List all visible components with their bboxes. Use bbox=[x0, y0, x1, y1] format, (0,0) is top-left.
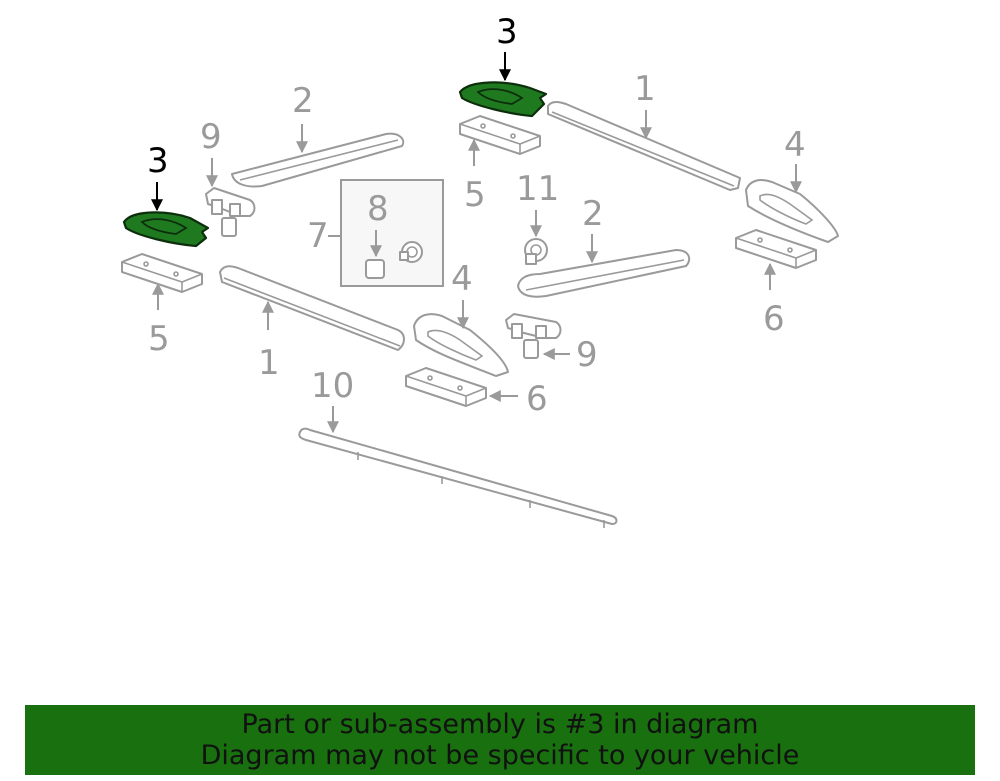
callout-3-top: 3 bbox=[496, 12, 518, 52]
callout-9-left: 9 bbox=[200, 117, 222, 157]
callout-4-right: 4 bbox=[784, 125, 806, 165]
rail-part-1-bottom bbox=[219, 265, 405, 351]
callout-4-mid: 4 bbox=[451, 259, 473, 299]
callout-5-left: 5 bbox=[148, 319, 170, 359]
rail-part-2-mid bbox=[517, 249, 691, 298]
callout-10: 10 bbox=[311, 366, 354, 406]
callout-8: 8 bbox=[367, 189, 389, 229]
parts-diagram: 3 5 1 4 6 2 9 bbox=[121, 12, 839, 528]
clip-part-9-left bbox=[205, 187, 256, 237]
callout-5-top: 5 bbox=[464, 175, 486, 215]
callout-6-mid: 6 bbox=[526, 379, 548, 419]
callout-2-top: 2 bbox=[292, 81, 314, 121]
hardware-kit-box-part-7 bbox=[340, 179, 444, 287]
callout-1-bottom: 1 bbox=[258, 343, 280, 383]
pad-part-5-top bbox=[459, 115, 541, 155]
pad-part-5-left bbox=[121, 253, 203, 293]
info-banner: Part or sub-assembly is #3 in diagram Di… bbox=[25, 705, 975, 775]
callout-2-mid: 2 bbox=[582, 194, 604, 234]
plug-part-8b bbox=[399, 241, 423, 263]
end-cap-part-4-right bbox=[745, 179, 839, 243]
callout-7: 7 bbox=[307, 216, 329, 256]
callout-3-left: 3 bbox=[147, 141, 169, 181]
callout-9-mid: 9 bbox=[576, 335, 598, 375]
grommet-part-11 bbox=[524, 238, 548, 265]
strip-part-10 bbox=[298, 427, 618, 528]
callout-6-right: 6 bbox=[763, 299, 785, 339]
end-cap-part-4-mid bbox=[413, 313, 509, 377]
callout-1-top: 1 bbox=[634, 69, 656, 109]
end-cap-part-3-left[interactable] bbox=[122, 211, 210, 248]
banner-line-2: Diagram may not be specific to your vehi… bbox=[200, 740, 800, 771]
end-cap-part-3-top[interactable] bbox=[458, 81, 548, 118]
clip-part-9-mid bbox=[505, 313, 562, 359]
callout-11: 11 bbox=[516, 169, 559, 209]
pad-part-6-mid bbox=[405, 367, 487, 407]
rail-part-2-top bbox=[231, 132, 405, 188]
rail-part-1-top bbox=[547, 101, 741, 191]
pad-part-6-right bbox=[735, 229, 817, 269]
banner-line-1: Part or sub-assembly is #3 in diagram bbox=[241, 709, 759, 740]
